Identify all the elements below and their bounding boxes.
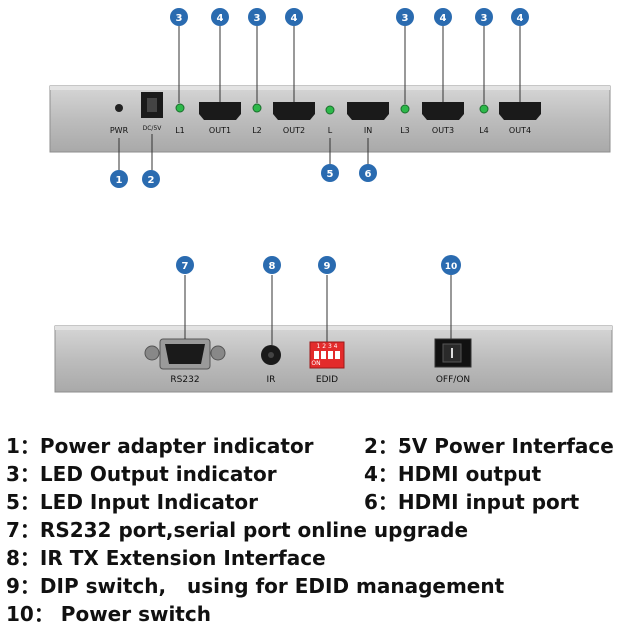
rear-panel-top-edge [55,326,612,330]
dc-jack-inner [147,98,157,112]
rs232-screw-left [144,345,160,361]
legend-item-2: 2：5V Power Interface [364,434,614,458]
svg-text:1: 1 [116,175,123,186]
badge-4c: 4 [434,8,452,26]
legend-item-1: 1：Power adapter indicator [6,434,314,458]
led-l-input [325,105,335,115]
svg-text:4: 4 [291,13,298,24]
svg-text:4: 4 [440,13,447,24]
rs232-screw-right [210,345,226,361]
rear-panel: RS232 IR 1 2 3 4 ON EDID OFF/ON [54,325,613,393]
badge-4d: 4 [511,8,529,26]
edid-label: EDID [316,375,338,385]
rs232-port [165,344,205,364]
svg-text:5: 5 [327,169,334,180]
badge-3c: 3 [396,8,414,26]
svg-text:9: 9 [324,261,331,272]
legend-row: 5：LED Input Indicator 6：HDMI input port [6,488,636,516]
legend-item-9: 9：DIP switch, using for EDID management [6,574,505,598]
svg-text:10: 10 [445,262,458,272]
badge-6: 6 [359,164,377,182]
legend-item-10: 10： Power switch [6,602,211,626]
hdmi-out2-port [273,102,315,120]
badge-2: 2 [142,170,160,188]
badge-3b: 3 [248,8,266,26]
out3-label: OUT3 [432,126,454,135]
badge-3a: 3 [170,8,188,26]
legend-item-3: 3：LED Output indicator [6,462,277,486]
in-label: IN [364,126,372,135]
svg-text:3: 3 [481,13,488,24]
dc-label: DC/5V [143,125,163,132]
dip-switch-4 [335,351,340,359]
svg-text:4: 4 [217,13,224,24]
badge-4b: 4 [285,8,303,26]
badge-3d: 3 [475,8,493,26]
dip-switch-2 [321,351,326,359]
dip-switch-1 [314,351,319,359]
legend-item-8: 8：IR TX Extension Interface [6,546,326,570]
ir-jack-hole [268,352,274,358]
badge-4a: 4 [211,8,229,26]
led-l1 [175,103,185,113]
power-indicator-led [115,104,123,112]
dip-switch-3 [328,351,333,359]
legend-item-6: 6：HDMI input port [364,490,580,514]
svg-text:6: 6 [365,169,372,180]
svg-text:3: 3 [402,13,409,24]
ir-label: IR [267,375,276,385]
legend-item-5: 5：LED Input Indicator [6,490,259,514]
svg-text:7: 7 [182,261,189,272]
badge-5: 5 [321,164,339,182]
led-l3 [400,104,410,114]
badge-9: 9 [318,256,336,274]
legend-row: 3：LED Output indicator 4：HDMI output [6,460,636,488]
legend-item-4: 4：HDMI output [364,462,542,486]
l2-label: L2 [252,126,262,135]
l1-label: L1 [175,126,185,135]
svg-text:8: 8 [269,261,276,272]
pwr-label: PWR [110,126,129,135]
hdmi-out1-port [199,102,241,120]
svg-text:3: 3 [254,13,261,24]
power-rocker-mark [451,348,453,358]
l3-label: L3 [400,126,410,135]
off-on-label: OFF/ON [436,375,470,385]
badge-7: 7 [176,256,194,274]
hdmi-in-port [347,102,389,120]
rear-callout-lines [184,275,452,345]
l4-label: L4 [479,126,489,135]
hdmi-out4-port [499,102,541,120]
l-label: L [328,126,333,135]
legend-row: 1：Power adapter indicator 2：5V Power Int… [6,432,636,460]
device-diagram: PWR DC/5V L1 OUT1 L2 OUT2 L IN L3 OUT3 L… [49,8,613,393]
out2-label: OUT2 [283,126,305,135]
front-callout-lines [118,26,521,170]
svg-text:4: 4 [517,13,524,24]
svg-text:3: 3 [176,13,183,24]
out4-label: OUT4 [509,126,531,135]
badge-10: 10 [441,255,461,275]
led-l2 [252,103,262,113]
badge-8: 8 [263,256,281,274]
front-panel-top-edge [50,86,610,90]
legend: 1：Power adapter indicator 2：5V Power Int… [6,432,636,628]
led-l4 [479,104,489,114]
out1-label: OUT1 [209,126,231,135]
front-panel: PWR DC/5V L1 OUT1 L2 OUT2 L IN L3 OUT3 L… [49,85,611,153]
svg-text:2: 2 [148,175,155,186]
hdmi-out3-port [422,102,464,120]
dip-digits: 1 2 3 4 [317,343,338,350]
legend-item-7: 7：RS232 port,serial port online upgrade [6,518,469,542]
badge-1: 1 [110,170,128,188]
rs232-label: RS232 [170,375,199,385]
dip-on-label: ON [311,360,320,367]
